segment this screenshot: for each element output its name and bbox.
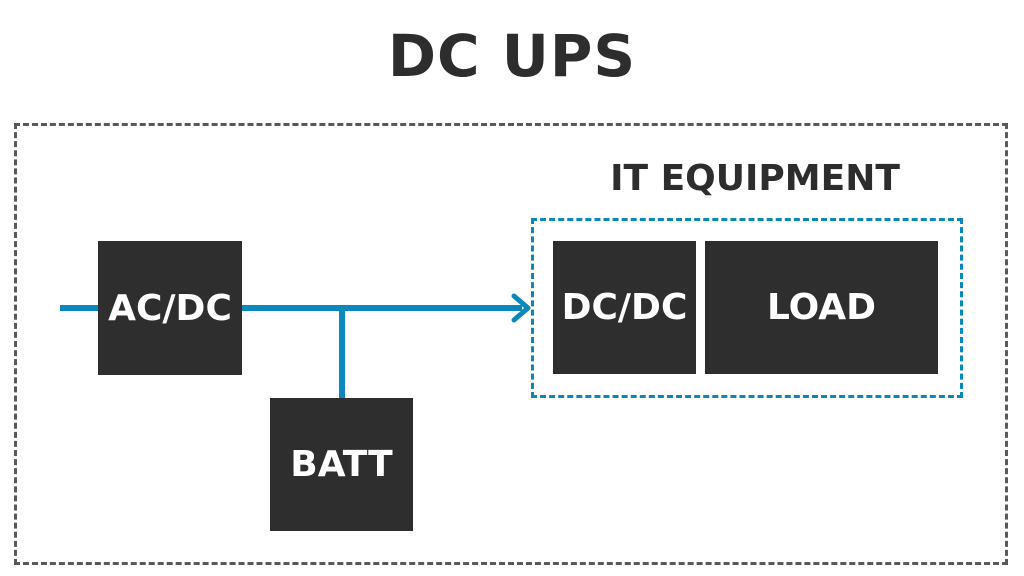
- it-equipment-boundary: [531, 218, 963, 398]
- battery-wire: [339, 305, 345, 400]
- dcdc-label: DC/DC: [561, 287, 688, 328]
- battery-label: BATT: [290, 444, 393, 485]
- acdc-label: AC/DC: [108, 287, 232, 329]
- load-block: LOAD: [705, 241, 938, 374]
- input-wire: [60, 305, 100, 311]
- acdc-block: AC/DC: [98, 241, 242, 375]
- diagram-title: DC UPS: [387, 22, 637, 90]
- ups-boundary: [14, 123, 1008, 565]
- dcdc-block: DC/DC: [553, 241, 696, 374]
- battery-block: BATT: [270, 398, 413, 531]
- load-label: LOAD: [766, 287, 877, 328]
- it-equipment-label: IT EQUIPMENT: [610, 158, 900, 199]
- arrow-head-icon: [511, 293, 531, 323]
- dc-bus-wire: [240, 305, 522, 311]
